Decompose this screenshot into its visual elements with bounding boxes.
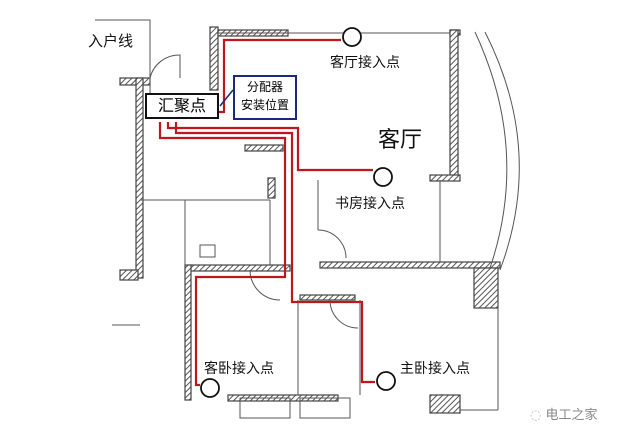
watermark: ◌ 电工之家 <box>530 404 598 423</box>
cable-study <box>166 122 373 172</box>
cable-guest-bedroom <box>158 122 287 387</box>
hub-label: 汇聚点 <box>145 93 219 119</box>
study-point-marker <box>373 167 393 187</box>
watermark-icon: ◌ <box>530 408 546 423</box>
cable-master-bedroom <box>174 122 375 384</box>
cable-routes <box>158 38 375 387</box>
living-room-point-marker <box>342 27 362 47</box>
callout-pointer <box>219 89 234 107</box>
cable-living-room <box>215 38 341 114</box>
splitter-label-line2: 安装位置 <box>240 98 289 112</box>
splitter-label-line1: 分配器 <box>246 80 283 94</box>
guest-bedroom-point-marker <box>200 378 220 398</box>
access-points <box>200 27 396 398</box>
study-point-label: 书房接入点 <box>335 196 405 212</box>
incoming-line-label: 入户线 <box>88 32 134 50</box>
guest-bedroom-point-label: 客卧接入点 <box>204 361 274 377</box>
splitter-callout: 分配器 安装位置 <box>233 75 297 120</box>
watermark-text: 电工之家 <box>545 408 598 423</box>
thin-lines <box>95 19 520 419</box>
living-room-point-label: 客厅接入点 <box>330 55 400 71</box>
walls <box>119 26 501 414</box>
master-bedroom-point-label: 主卧接入点 <box>400 361 470 377</box>
master-bedroom-point-marker <box>376 371 396 391</box>
living-room-label: 客厅 <box>378 128 423 153</box>
